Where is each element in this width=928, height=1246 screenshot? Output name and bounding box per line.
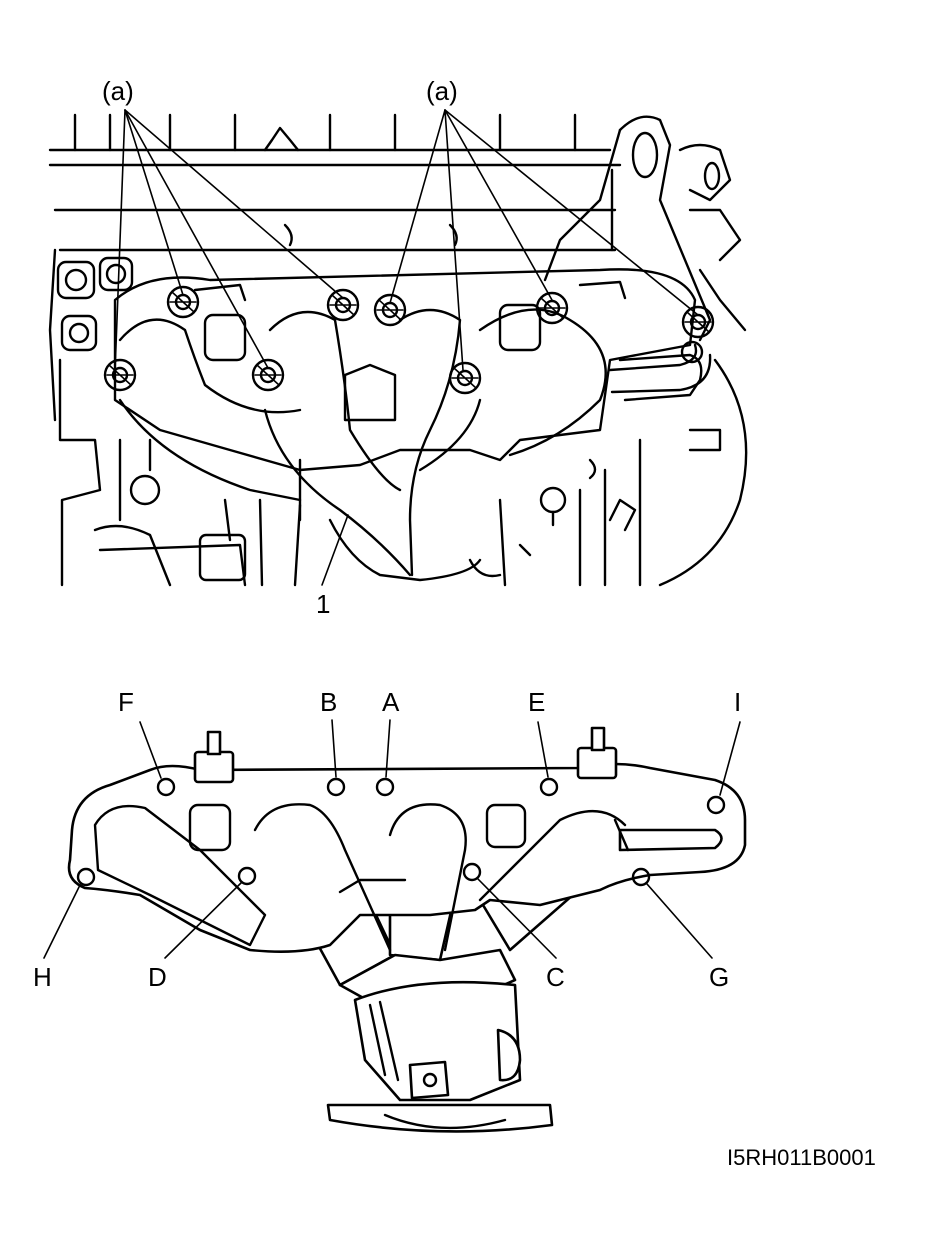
bolt-hole-G xyxy=(631,867,651,887)
installed-manifold-view: (a) (a) 1 xyxy=(48,76,748,619)
bolt-hole-F xyxy=(156,777,176,797)
manifold-pipe xyxy=(608,340,712,394)
bolt-icon xyxy=(373,293,407,327)
engine-left-details xyxy=(56,256,302,587)
bolt-icon xyxy=(448,361,482,395)
bolt-label-H: H xyxy=(33,962,52,992)
bolt-icon xyxy=(103,358,137,392)
bolt-label-G: G xyxy=(709,962,729,992)
bolt-holes xyxy=(76,777,726,887)
manifold-bolt-order-view: F B A E I H D C G xyxy=(33,687,747,1133)
bolt-hole-A xyxy=(375,777,395,797)
bolt-hole-E xyxy=(539,777,559,797)
callout-label-right: (a) xyxy=(426,76,458,106)
bolt-hole-I xyxy=(706,795,726,815)
callout-leaders xyxy=(114,109,699,586)
engine-right-details xyxy=(498,115,748,587)
bolt-label-I: I xyxy=(734,687,741,717)
bolt-icon xyxy=(251,358,285,392)
bolt-label-E: E xyxy=(528,687,545,717)
cylinder-head-outline xyxy=(48,113,622,422)
callout-label-left: (a) xyxy=(102,76,134,106)
bolt-icon xyxy=(535,291,569,325)
manifold-pipe-stub xyxy=(613,818,723,852)
exhaust-ports xyxy=(93,803,627,952)
bolt-icon xyxy=(326,288,360,322)
bolt-label-C: C xyxy=(546,962,565,992)
manifold-bolts xyxy=(103,285,715,395)
exhaust-runners xyxy=(118,308,607,582)
bolt-hole-B xyxy=(326,777,346,797)
bolt-hole-D xyxy=(237,866,257,886)
bolt-icon xyxy=(166,285,200,319)
manifold-flange-plate xyxy=(67,762,747,953)
stud-icon xyxy=(576,746,618,780)
stud-icon xyxy=(193,750,235,784)
figure-code: I5RH011B0001 xyxy=(727,1145,876,1170)
bolt-label-D: D xyxy=(148,962,167,992)
collector-outlet xyxy=(326,948,554,1133)
part-label-1: 1 xyxy=(316,589,330,619)
manifold-flange xyxy=(113,268,697,472)
bolt-leaders xyxy=(43,719,741,959)
bolt-label-B: B xyxy=(320,687,337,717)
manifold-studs xyxy=(193,726,618,784)
bolt-hole-C xyxy=(462,862,482,882)
bolt-icon xyxy=(681,305,715,339)
bolt-label-F: F xyxy=(118,687,134,717)
bolt-label-A: A xyxy=(382,687,400,717)
bolt-hole-H xyxy=(76,867,96,887)
